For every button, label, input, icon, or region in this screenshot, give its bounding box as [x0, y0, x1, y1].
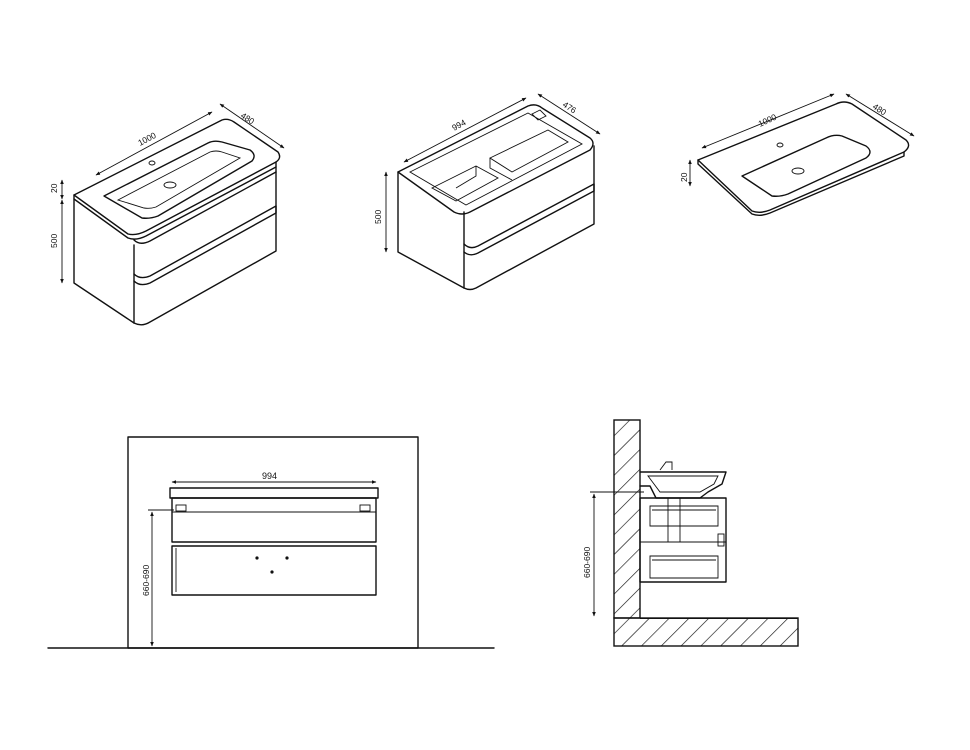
vanity-drawer-line-1	[133, 171, 277, 244]
mount-hole-3	[270, 570, 274, 574]
cabinet-top-outline	[397, 104, 594, 215]
section-upper-drawer	[649, 505, 719, 527]
section-floor	[613, 617, 799, 647]
vanity-drain	[163, 181, 177, 189]
cabinet-iso-view: 994 476 500	[373, 93, 601, 291]
section-wall	[613, 419, 641, 619]
section-tap	[659, 461, 673, 471]
front-bracket-right	[359, 504, 371, 512]
vanity-depth-label: 480	[239, 110, 257, 126]
basin-edge	[697, 151, 905, 216]
side-section-view: 660-690	[582, 419, 799, 647]
front-basin-top	[169, 487, 379, 499]
mount-hole-2	[285, 556, 289, 560]
cabinet-depth-dim	[537, 93, 601, 135]
cabinet-side	[463, 145, 595, 291]
vanity-width-label: 1000	[136, 130, 158, 148]
vanity-cabinet-side	[133, 166, 277, 326]
cabinet-compartment-right	[489, 129, 569, 181]
section-handle	[717, 533, 725, 547]
basin-drain	[791, 167, 805, 175]
section-basin	[639, 471, 727, 499]
vanity-drawer-line-2	[133, 205, 277, 286]
front-elevation-view: 994 660-690	[47, 436, 495, 649]
vanity-width-dim	[95, 111, 213, 176]
section-basin-inner	[647, 475, 719, 493]
basin-bowl	[741, 134, 871, 197]
section-cabinet	[639, 497, 727, 583]
front-height-label: 660-690	[141, 565, 151, 596]
basin-width-label: 1000	[757, 112, 779, 129]
vanity-cabinet-front	[73, 198, 135, 324]
cabinet-inner-rim	[409, 112, 583, 206]
vanity-depth-dim	[219, 103, 285, 149]
cabinet-height-label: 500	[373, 210, 383, 224]
front-lower-drawer	[171, 545, 377, 596]
basin-depth-dim	[845, 93, 915, 137]
vanity-taphole	[148, 160, 156, 166]
section-height-label: 660-690	[582, 547, 592, 578]
cabinet-back-bracket	[531, 109, 547, 121]
basin-width-dim	[701, 93, 835, 149]
front-upper-drawer	[171, 497, 377, 543]
vanity-top-edge	[73, 161, 277, 240]
section-floor-top	[640, 618, 798, 619]
vanity-bowl-inner	[116, 150, 242, 209]
basin-iso-view: 1000 480 20	[679, 93, 915, 216]
basin-thk-label: 20	[679, 172, 689, 182]
section-lower-drawer	[649, 555, 719, 579]
basin-top-outline	[697, 101, 910, 213]
cabinet-front	[397, 171, 465, 289]
cabinet-width-dim	[403, 97, 527, 163]
cabinet-depth-label: 476	[561, 99, 579, 115]
cabinet-drawer-line	[463, 183, 595, 256]
section-siphon	[667, 497, 681, 543]
basin-taphole	[776, 142, 784, 148]
vanity-bowl	[103, 140, 255, 219]
vanity-top-thk-label: 20	[49, 183, 59, 193]
mount-hole-1	[255, 556, 259, 560]
vanity-height-label: 500	[49, 234, 59, 248]
cabinet-compartment-left	[431, 165, 499, 202]
front-width-label: 994	[262, 471, 277, 481]
front-bracket-left	[175, 504, 187, 512]
basin-depth-label: 480	[871, 101, 889, 117]
vanity-iso-view: 1000 480 20 500	[49, 103, 285, 326]
vanity-top-outline	[73, 118, 281, 236]
